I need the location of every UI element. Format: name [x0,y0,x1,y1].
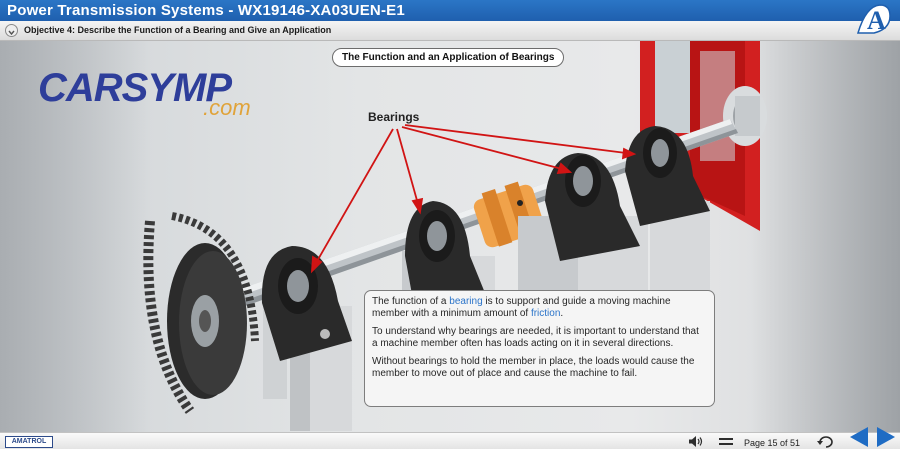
end-support [723,86,767,146]
callout-arrows [310,124,637,274]
watermark-text: CARSYMP [38,66,232,110]
reset-icon[interactable] [817,435,835,449]
amatrol-brand: AMATROL [5,436,53,448]
info-panel: The function of a bearing is to support … [364,290,715,407]
info-text: . [560,307,564,319]
bearing-1 [261,246,352,431]
slide-title: The Function and an Application of Beari… [332,48,565,67]
speaker-icon[interactable] [688,435,704,448]
watermark-suffix: .com [203,95,251,120]
slide-stage: CARSYMP .com [0,41,900,432]
bearings-callout-label: Bearings [368,110,420,124]
window-title: Power Transmission Systems - WX19146-XA0… [7,2,405,19]
svg-text:A: A [867,6,886,35]
footer-bar: AMATROL Page 15 of 51 [0,427,900,449]
stage-shade-left [0,41,150,432]
title-bar: Power Transmission Systems - WX19146-XA0… [0,0,900,21]
page-indicator: Page 15 of 51 [744,438,801,448]
watermark: CARSYMP .com [38,66,251,120]
info-paragraph-3: Without bearings to hold the member in p… [372,356,695,379]
glossary-link-bearing[interactable]: bearing [449,296,483,307]
menu-icon[interactable] [719,436,733,447]
info-paragraph-2: To understand why bearings are needed, i… [372,326,699,349]
sprocket [143,212,259,414]
arrow-left-icon[interactable] [848,425,870,449]
amatrol-logo-icon: A [856,4,891,35]
objective-bar: Objective 4: Describe the Function of a … [0,21,900,41]
chevron-down-icon[interactable] [5,24,18,37]
info-paragraph-1: The function of a bearing is to support … [372,296,707,319]
arrow-right-icon[interactable] [875,425,897,449]
bearing-illustration [143,41,767,431]
objective-text: Objective 4: Describe the Function of a … [24,25,332,35]
info-text: is to support and guide a moving machine… [372,296,671,319]
info-text: The function of a [372,296,450,307]
glossary-link-friction[interactable]: friction [530,307,561,319]
stage-shade-right [750,41,900,432]
